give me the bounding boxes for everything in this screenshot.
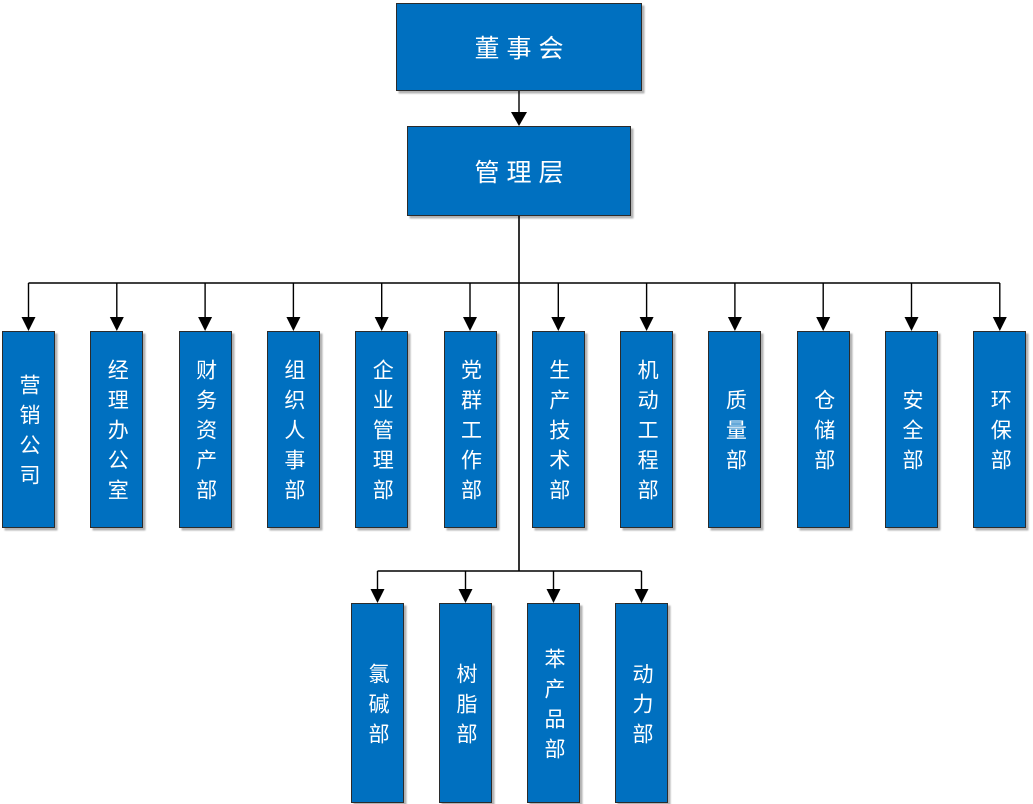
arrowhead-icon xyxy=(639,317,654,331)
org-node-label: 苯产品部 xyxy=(542,647,566,768)
org-node-department-10[interactable]: 安全部 xyxy=(885,331,938,528)
org-node-label: 质量部 xyxy=(723,389,748,479)
arrowhead-icon xyxy=(816,317,831,331)
org-node-department-5[interactable]: 党群工作部 xyxy=(443,331,497,528)
management-label: 管理层 xyxy=(474,158,571,187)
org-node-department-1[interactable]: 经理办公室 xyxy=(90,331,144,528)
org-node-department-8[interactable]: 质量部 xyxy=(708,331,762,528)
org-node-management[interactable]: 管理层 xyxy=(407,126,631,216)
org-node-label: 树脂部 xyxy=(454,662,478,753)
org-node-sub-department-3[interactable]: 动力部 xyxy=(615,603,668,803)
org-node-label: 机动工程部 xyxy=(635,359,660,509)
org-node-label: 生产技术部 xyxy=(546,359,571,509)
org-node-label: 党群工作部 xyxy=(458,359,483,509)
org-node-label: 营销公司 xyxy=(17,374,41,494)
org-node-sub-department-0[interactable]: 氯碱部 xyxy=(351,603,404,803)
org-node-label: 经理办公室 xyxy=(105,359,130,509)
board-label: 董事会 xyxy=(474,34,571,63)
org-node-department-11[interactable]: 环保部 xyxy=(973,331,1027,528)
arrowhead-icon xyxy=(198,317,213,331)
org-node-label: 财务资产部 xyxy=(193,359,218,509)
org-node-label: 动力部 xyxy=(630,662,654,753)
arrowhead-icon xyxy=(286,317,301,331)
org-node-label: 安全部 xyxy=(900,389,924,479)
arrowhead-icon xyxy=(634,589,649,603)
arrowhead-icon xyxy=(904,317,919,331)
arrowhead-icon xyxy=(21,317,36,331)
org-node-department-6[interactable]: 生产技术部 xyxy=(531,331,585,528)
org-node-department-2[interactable]: 财务资产部 xyxy=(178,331,232,528)
org-node-label: 企业管理部 xyxy=(370,359,395,509)
arrowhead-icon xyxy=(551,317,566,331)
org-node-label: 仓储部 xyxy=(811,389,836,479)
org-node-department-4[interactable]: 企业管理部 xyxy=(355,331,409,528)
org-node-sub-department-2[interactable]: 苯产品部 xyxy=(527,603,580,803)
org-node-label: 环保部 xyxy=(988,389,1013,479)
org-node-sub-department-1[interactable]: 树脂部 xyxy=(439,603,492,803)
arrowhead-icon xyxy=(992,317,1007,331)
org-node-department-3[interactable]: 组织人事部 xyxy=(266,331,320,528)
org-node-board[interactable]: 董事会 xyxy=(396,3,642,91)
arrowhead-icon xyxy=(727,317,742,331)
arrowhead-icon xyxy=(463,317,477,331)
arrowhead-icon xyxy=(546,589,561,603)
arrowhead-icon xyxy=(374,317,389,331)
org-node-department-0[interactable]: 营销公司 xyxy=(2,331,55,528)
arrowhead-icon xyxy=(511,112,527,126)
arrowhead-icon xyxy=(109,317,124,331)
arrowhead-icon xyxy=(370,589,385,603)
org-node-label: 氯碱部 xyxy=(366,662,390,753)
arrowhead-icon xyxy=(458,589,473,603)
org-node-department-7[interactable]: 机动工程部 xyxy=(620,331,674,528)
org-node-label: 组织人事部 xyxy=(281,359,306,509)
org-node-department-9[interactable]: 仓储部 xyxy=(796,331,850,528)
